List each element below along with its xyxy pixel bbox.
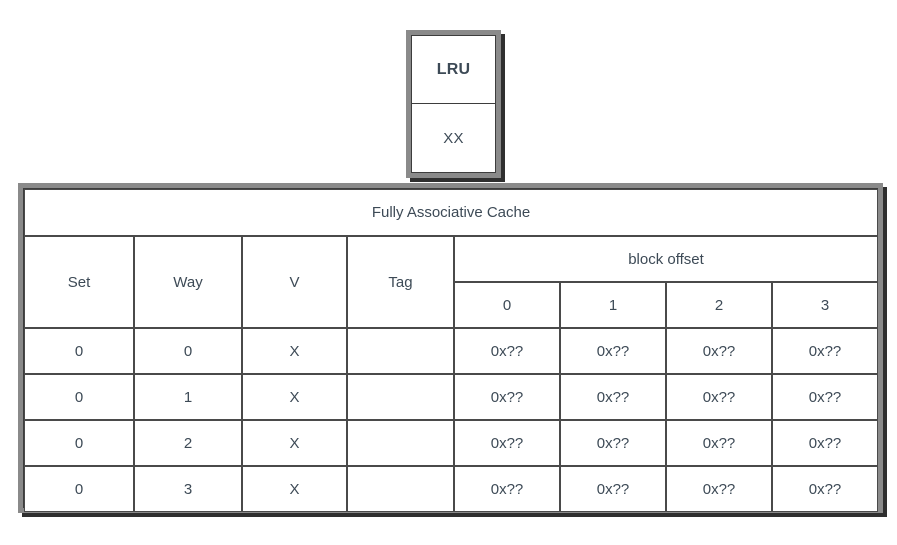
cell-set: 0 — [24, 466, 134, 512]
header-row-primary: Set Way V Tag block offset — [24, 236, 879, 328]
lru-box-inner: LRU XX — [411, 35, 496, 173]
header-way: Way — [134, 236, 242, 328]
cell-data-0[interactable]: 0x?? — [454, 420, 560, 466]
cell-way: 0 — [134, 328, 242, 374]
cell-data-2[interactable]: 0x?? — [666, 374, 772, 420]
cell-way: 1 — [134, 374, 242, 420]
cache-title-row: Fully Associative Cache — [24, 189, 879, 236]
lru-label-cell: LRU — [412, 36, 495, 104]
header-set: Set — [24, 236, 134, 328]
cell-set: 0 — [24, 420, 134, 466]
header-block-offset-1: 1 — [560, 282, 666, 328]
cell-valid[interactable]: X — [242, 328, 347, 374]
cell-tag[interactable] — [347, 374, 454, 420]
table-row: 0 0 X 0x?? 0x?? 0x?? 0x?? — [24, 328, 879, 374]
cache-table-frame: Fully Associative Cache Set Way V Tag bl… — [18, 183, 883, 513]
header-block-offset-0: 0 — [454, 282, 560, 328]
header-valid: V — [242, 236, 347, 328]
header-block-offset: block offset — [454, 236, 879, 282]
cell-data-3[interactable]: 0x?? — [772, 466, 879, 512]
table-row: 0 2 X 0x?? 0x?? 0x?? 0x?? — [24, 420, 879, 466]
table-row: 0 3 X 0x?? 0x?? 0x?? 0x?? — [24, 466, 879, 512]
cell-valid[interactable]: X — [242, 374, 347, 420]
header-block-offset-2: 2 — [666, 282, 772, 328]
cache-table: Fully Associative Cache Set Way V Tag bl… — [24, 189, 879, 512]
cell-tag[interactable] — [347, 420, 454, 466]
lru-box: LRU XX — [406, 30, 501, 178]
cell-data-1[interactable]: 0x?? — [560, 466, 666, 512]
cell-way: 3 — [134, 466, 242, 512]
header-tag: Tag — [347, 236, 454, 328]
cell-way: 2 — [134, 420, 242, 466]
cell-valid[interactable]: X — [242, 420, 347, 466]
cell-data-3[interactable]: 0x?? — [772, 328, 879, 374]
cache-table-inner: Fully Associative Cache Set Way V Tag bl… — [23, 188, 879, 512]
header-row-block-offset-indices: 0 1 2 3 — [24, 282, 879, 328]
cell-set: 0 — [24, 374, 134, 420]
cache-title: Fully Associative Cache — [24, 189, 879, 236]
cell-data-1[interactable]: 0x?? — [560, 420, 666, 466]
cell-data-2[interactable]: 0x?? — [666, 420, 772, 466]
cell-data-2[interactable]: 0x?? — [666, 466, 772, 512]
cell-data-3[interactable]: 0x?? — [772, 420, 879, 466]
cell-valid[interactable]: X — [242, 466, 347, 512]
cell-tag[interactable] — [347, 466, 454, 512]
header-block-offset-3: 3 — [772, 282, 879, 328]
table-row: 0 1 X 0x?? 0x?? 0x?? 0x?? — [24, 374, 879, 420]
cell-data-0[interactable]: 0x?? — [454, 328, 560, 374]
cell-tag[interactable] — [347, 328, 454, 374]
cell-data-0[interactable]: 0x?? — [454, 466, 560, 512]
cell-data-0[interactable]: 0x?? — [454, 374, 560, 420]
lru-value-cell[interactable]: XX — [443, 129, 464, 147]
cell-data-2[interactable]: 0x?? — [666, 328, 772, 374]
cell-data-1[interactable]: 0x?? — [560, 374, 666, 420]
cell-set: 0 — [24, 328, 134, 374]
cell-data-1[interactable]: 0x?? — [560, 328, 666, 374]
cell-data-3[interactable]: 0x?? — [772, 374, 879, 420]
